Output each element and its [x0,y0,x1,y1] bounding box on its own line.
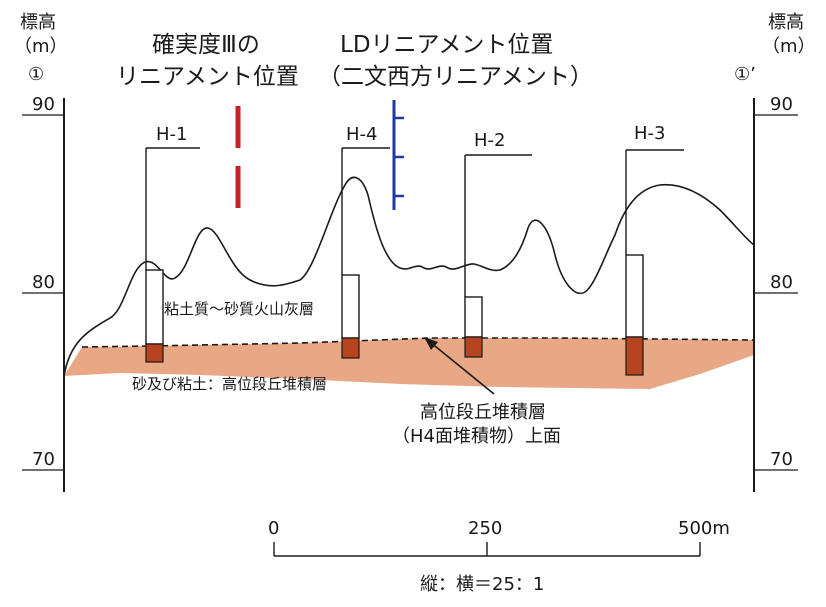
terrain-profile-line [63,176,755,377]
upper-surface-arrow [424,337,495,395]
borehole-h4-core [341,337,360,359]
blue-lineament-marker [392,100,404,210]
right-section-marker: ①’ [734,64,756,85]
right-axis-title: 標高 [768,12,804,33]
terrace-deposit-layer [64,338,754,389]
borehole-h3-core [625,336,644,376]
left-axis: 標高 （m） ① 90 80 70 [14,12,68,492]
borehole-h3: H-3 [625,123,684,376]
borehole-h3-label: H-3 [634,123,665,144]
scale-bar-tick-500m: 500m [678,518,730,539]
upper-surface-label-line2: （H4面堆積物）上面 [392,426,561,447]
borehole-h1-label: H-1 [156,124,187,145]
blue-lineament-title-text: LDリニアメント位置 [340,32,553,58]
red-lineament-title-line1: 確実度Ⅲの [152,32,260,58]
left-tick-label-70: 70 [32,449,55,470]
right-tick-label-70: 70 [770,449,793,470]
left-axis-title: 標高 [20,12,56,33]
left-section-marker: ① [28,64,44,85]
borehole-h4: H-4 [341,124,390,359]
left-axis-unit: （m） [14,36,68,57]
blue-lineament-title-line2: （二文西方リニアメント） [318,64,593,90]
borehole-h1: H-1 [145,124,200,363]
scale-bar-tick-0: 0 [268,518,279,539]
borehole-h2: H-2 [464,130,532,358]
terrace-upper-surface-line [81,337,755,348]
right-axis: 標高 （m） ①’ 90 80 70 [734,12,816,492]
left-tick-label-90: 90 [32,94,55,115]
scale-bar: 0 250 500m [268,518,730,557]
borehole-h2-label: H-2 [474,130,505,151]
clay-layer-label: 粘土質～砂質火山灰層 [164,300,314,318]
terrace-layer-label: 砂及び粘土：高位段丘堆積層 [132,375,327,393]
scale-ratio-label: 縦：横＝25：1 [420,574,544,595]
borehole-h2-core [464,336,483,358]
left-tick-label-80: 80 [32,272,55,293]
scale-bar-tick-250: 250 [468,518,502,539]
right-axis-unit: （m） [762,36,816,57]
borehole-h1-core [145,343,164,363]
blue-lineament-title-line1: LDリニアメント位置 [340,32,553,58]
borehole-h4-label: H-4 [346,124,377,145]
right-tick-label-90: 90 [770,94,793,115]
upper-surface-label-line1: 高位段丘堆積層 [420,402,546,423]
red-lineament-title-line2: リニアメント位置 [116,64,299,90]
right-tick-label-80: 80 [770,272,793,293]
